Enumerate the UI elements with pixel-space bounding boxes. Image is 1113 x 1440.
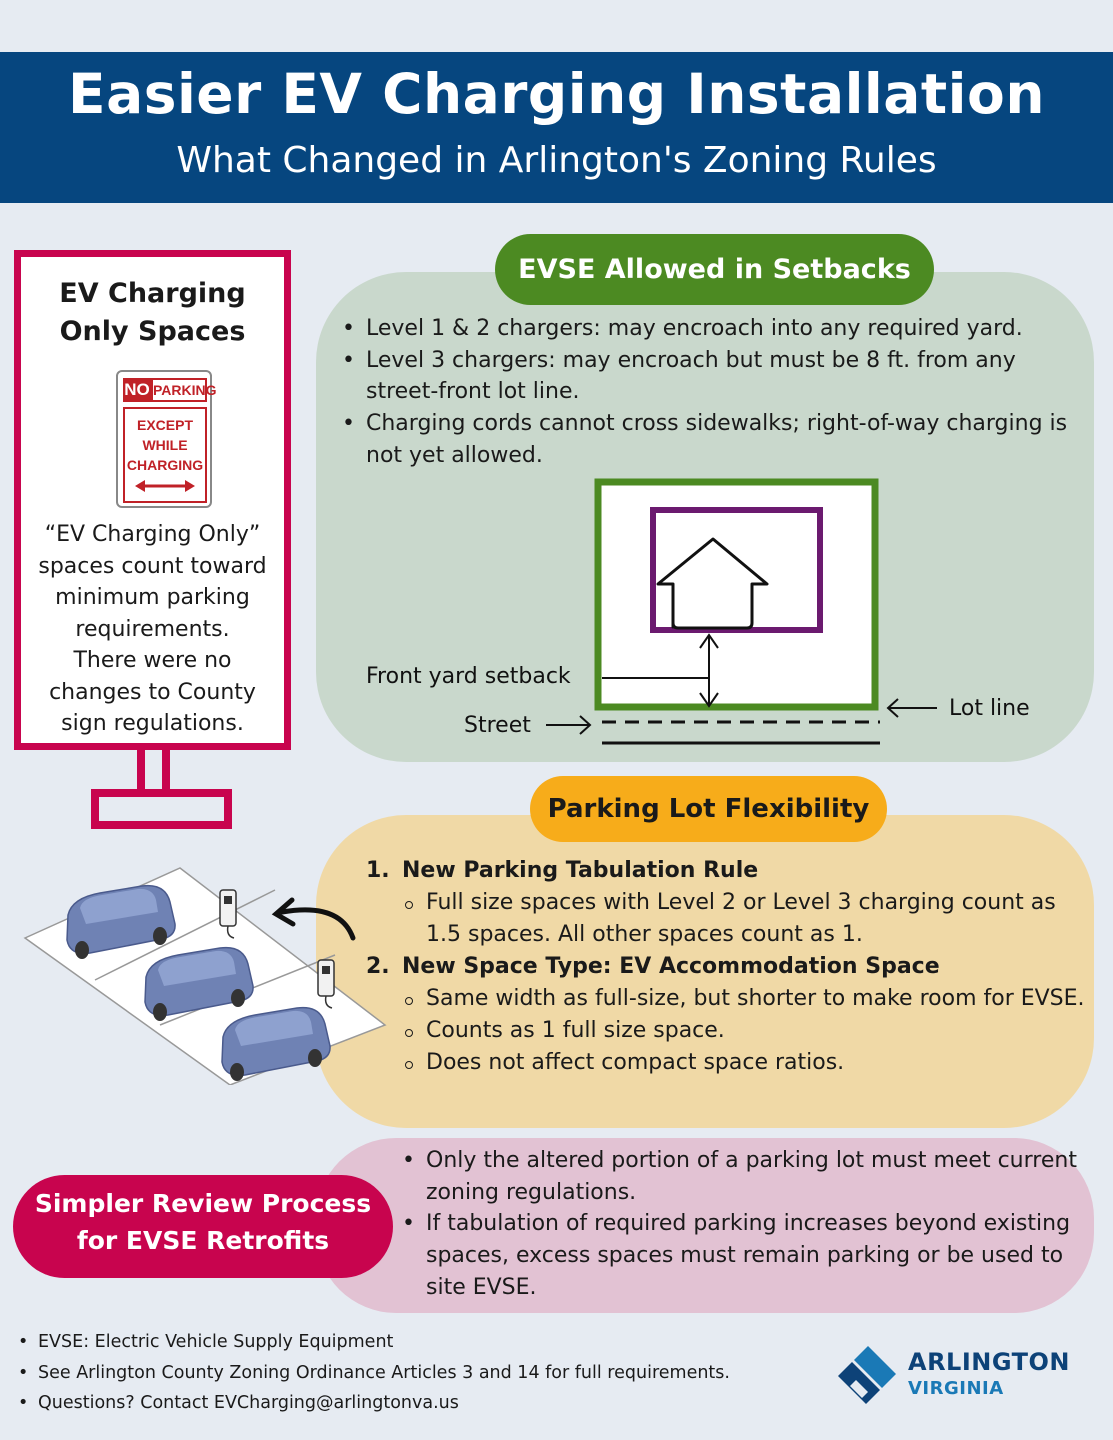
- sign-post: [137, 750, 145, 790]
- parking-item-heading: 2. New Space Type: EV Accommodation Spac…: [366, 951, 1086, 983]
- parking-item-number: 2.: [366, 954, 390, 979]
- sign-desc-line: requirements.: [75, 616, 230, 642]
- parking-item-title: New Parking Tabulation Rule: [402, 858, 759, 883]
- header-banner: Easier EV Charging Installation What Cha…: [0, 52, 1113, 203]
- sign-title-line-1: EV Charging: [59, 278, 246, 309]
- logo-name: ARLINGTON: [908, 1348, 1070, 1376]
- setbacks-bullet: Level 1 & 2 chargers: may encroach into …: [340, 313, 1080, 345]
- sign-desc-line: changes to County: [49, 679, 256, 705]
- review-heading-line-1: Simpler Review Process: [34, 1189, 372, 1218]
- curved-arrow-icon: [271, 897, 356, 941]
- parking-item-number: 1.: [366, 858, 390, 883]
- lot-line-label: Lot line: [949, 696, 1030, 721]
- building-envelope: [650, 507, 823, 633]
- footer-note-list: EVSE: Electric Vehicle Supply Equipment …: [16, 1327, 836, 1419]
- ev-charging-only-sign-panel: EV Charging Only Spaces NO PARKING EXCEP…: [14, 250, 291, 750]
- house-icon: [656, 537, 769, 630]
- car-icon: [221, 1006, 331, 1081]
- footer-notes: EVSE: Electric Vehicle Supply Equipment …: [16, 1327, 836, 1419]
- sign-except-line-3: CHARGING: [126, 457, 204, 473]
- ev-charger-icon: [219, 889, 237, 939]
- arlington-logo: ARLINGTON VIRGINIA: [838, 1344, 1103, 1406]
- review-bullet: If tabulation of required parking increa…: [400, 1208, 1080, 1303]
- sign-post: [162, 750, 170, 790]
- parking-item-title: New Space Type: EV Accommodation Space: [402, 954, 940, 979]
- footer-note: See Arlington County Zoning Ordinance Ar…: [16, 1358, 836, 1389]
- sign-no-text: NO: [123, 378, 151, 402]
- parking-item-heading: 1. New Parking Tabulation Rule: [366, 855, 1086, 887]
- parking-heading: Parking Lot Flexibility: [530, 776, 887, 842]
- sign-panel-description: “EV Charging Only” spaces count toward m…: [27, 519, 278, 740]
- setbacks-bullet: Charging cords cannot cross sidewalks; r…: [340, 408, 1080, 471]
- sign-except-line-1: EXCEPT: [136, 417, 193, 433]
- page-title: Easier EV Charging Installation: [68, 62, 1045, 126]
- parking-panel: [316, 815, 1094, 1128]
- no-parking-sign-header: NO PARKING: [123, 378, 217, 402]
- sign-desc-line: sign regulations.: [61, 711, 244, 736]
- sign-base: [91, 789, 232, 829]
- sign-desc-line: spaces count toward: [38, 553, 267, 579]
- sign-except-text: EXCEPT WHILE CHARGING: [125, 415, 205, 475]
- setbacks-heading: EVSE Allowed in Setbacks: [495, 234, 934, 305]
- lot-line-arrow-icon: [886, 698, 937, 718]
- no-parking-sign-icon: NO PARKING EXCEPT WHILE CHARGING: [116, 370, 217, 508]
- review-bullet: Only the altered portion of a parking lo…: [400, 1145, 1080, 1208]
- sign-desc-line: There were no: [73, 648, 232, 673]
- parking-sub-bullet: Does not affect compact space ratios.: [366, 1047, 1086, 1079]
- no-parking-sign-body: EXCEPT WHILE CHARGING: [123, 407, 207, 503]
- footer-note: EVSE: Electric Vehicle Supply Equipment: [16, 1327, 836, 1358]
- review-bullet-list: Only the altered portion of a parking lo…: [400, 1145, 1080, 1304]
- footer-note[interactable]: Questions? Contact EVCharging@arlingtonv…: [16, 1388, 836, 1419]
- double-arrow-icon: [135, 480, 195, 492]
- setbacks-bullet-list: Level 1 & 2 chargers: may encroach into …: [340, 313, 1080, 472]
- parking-lot-illustration: [23, 867, 387, 1085]
- sign-except-line-2: WHILE: [142, 437, 188, 453]
- arlington-logo-mark-icon: [838, 1346, 896, 1404]
- review-heading: Simpler Review Process for EVSE Retrofit…: [13, 1175, 393, 1278]
- front-yard-setback-label: Front yard setback: [366, 664, 571, 689]
- parking-list: 1. New Parking Tabulation Rule Full size…: [366, 855, 1086, 1079]
- parking-sub-bullet: Full size spaces with Level 2 or Level 3…: [366, 887, 1086, 951]
- sign-desc-line: minimum parking: [55, 585, 250, 610]
- lot-setback-diagram: Front yard setback Street Lot line: [366, 478, 1030, 745]
- car-icon: [144, 946, 254, 1021]
- logo-subtitle: VIRGINIA: [908, 1378, 1004, 1399]
- parking-sub-bullet: Same width as full-size, but shorter to …: [366, 983, 1086, 1015]
- ev-charger-icon: [317, 959, 335, 1009]
- setback-arrow: [602, 633, 719, 708]
- setbacks-bullet: Level 3 chargers: may encroach but must …: [340, 345, 1080, 408]
- street-arrow-icon: [546, 715, 592, 735]
- parking-sub-bullet: Counts as 1 full size space.: [366, 1015, 1086, 1047]
- page-subtitle: What Changed in Arlington's Zoning Rules: [176, 140, 937, 181]
- sign-parking-text: PARKING: [151, 378, 217, 402]
- sign-title-line-2: Only Spaces: [59, 316, 246, 347]
- sign-panel-title: EV Charging Only Spaces: [21, 275, 284, 351]
- street-label: Street: [464, 713, 531, 738]
- sign-desc-line: “EV Charging Only”: [44, 522, 261, 547]
- review-heading-line-2: for EVSE Retrofits: [76, 1226, 330, 1255]
- car-icon: [66, 884, 176, 959]
